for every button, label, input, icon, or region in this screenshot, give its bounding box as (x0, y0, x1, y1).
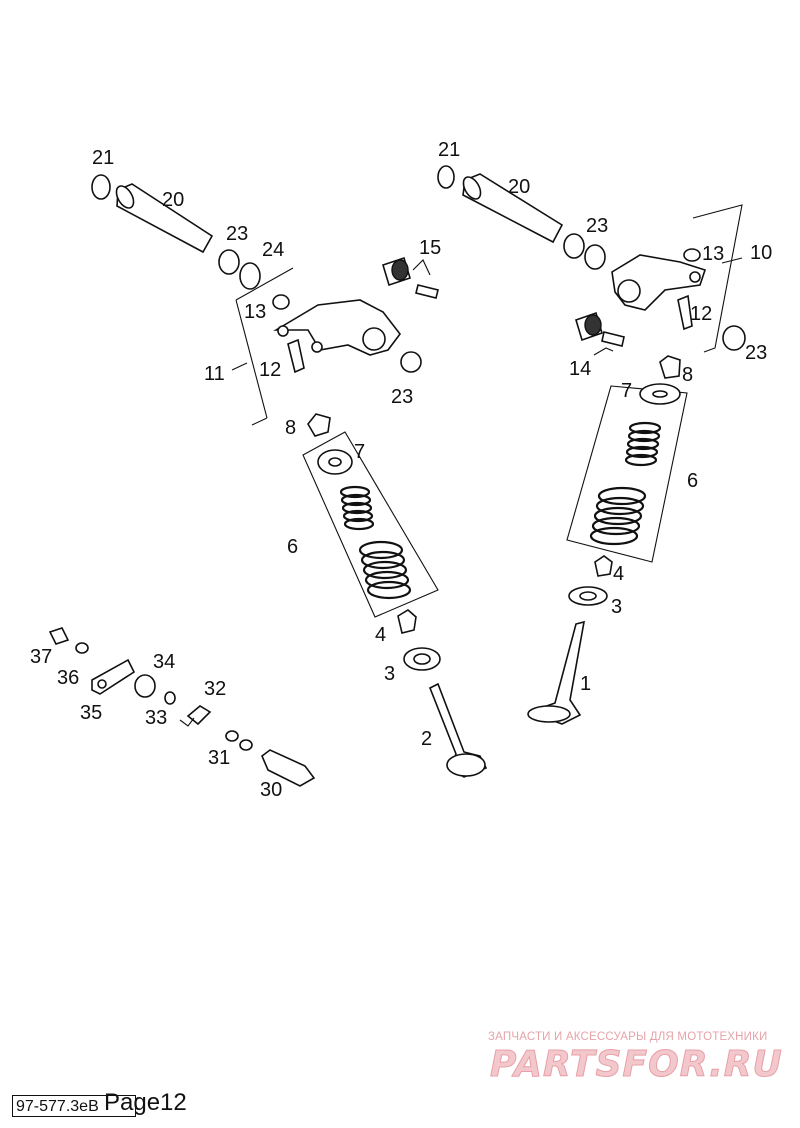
callout-2: 2 (421, 728, 432, 750)
outer-spring-left (358, 540, 412, 600)
roller-15 (382, 256, 439, 299)
washer-23-right-top (563, 233, 585, 259)
callout-12-right: 12 (690, 303, 712, 325)
callout-30: 30 (260, 779, 282, 801)
bushing-34 (134, 674, 156, 698)
washer-23-left-lower (400, 351, 422, 373)
o-ring-33 (164, 691, 176, 705)
callout-10: 10 (750, 242, 772, 264)
callout-4-left: 4 (375, 624, 386, 646)
rocker-shaft-left (91, 174, 261, 290)
callout-14: 14 (569, 358, 591, 380)
callout-12-left: 12 (259, 359, 281, 381)
rocker-arm-10 (611, 248, 746, 351)
washer-23-right-lower (722, 325, 746, 351)
o-ring-21-right (437, 165, 455, 189)
callout-36: 36 (57, 667, 79, 689)
callout-21-left: 21 (92, 147, 114, 169)
seal-4-left (397, 609, 417, 634)
shaft-30 (261, 749, 316, 787)
callout-34: 34 (153, 651, 175, 673)
watermark-logo: PARTSFOR.RU (490, 1044, 783, 1086)
drawing-number-box: 97-577.3eB (12, 1095, 136, 1117)
rocker-arm-11 (272, 294, 422, 374)
valve-assembly-right (527, 355, 688, 725)
inner-spring-left (339, 485, 375, 531)
valve-assembly-left (302, 413, 488, 778)
callout-numbers: 21 20 23 24 15 13 11 12 23 8 7 6 4 3 2 2… (30, 139, 772, 801)
valve-1 (527, 620, 586, 725)
callout-33: 33 (145, 707, 167, 729)
group-frame-11 (235, 267, 294, 426)
inner-spring-right (624, 421, 662, 467)
callout-23-right-top: 23 (586, 215, 608, 237)
callout-15: 15 (419, 237, 441, 259)
adjuster-screw-12-left (287, 338, 305, 374)
group-frame-6-right (566, 385, 688, 563)
callout-32: 32 (204, 678, 226, 700)
callout-23-right-lower: 23 (745, 342, 767, 364)
decompressor-group (48, 627, 316, 787)
callout-8-right: 8 (682, 364, 693, 386)
callout-35: 35 (80, 702, 102, 724)
callout-1: 1 (580, 673, 591, 695)
group-frame-6-left (302, 431, 439, 618)
nut-13-left (272, 294, 290, 310)
ring-31a (225, 730, 239, 742)
rocker-shaft-20-right (462, 173, 564, 244)
adjuster-screw-12-right (677, 294, 693, 331)
nut-13-right (683, 248, 701, 262)
o-ring-21-left (91, 174, 111, 200)
collets-8-right (659, 355, 681, 379)
callout-21-right: 21 (438, 139, 460, 161)
callout-8-left: 8 (285, 417, 296, 439)
ring-31b (239, 739, 253, 751)
callout-13-left: 13 (244, 301, 266, 323)
screw-37 (48, 627, 70, 645)
rocker-shaft-right (437, 165, 606, 270)
callout-3-left: 3 (384, 663, 395, 685)
roller-14 (575, 311, 625, 356)
lever-35 (91, 658, 136, 695)
callout-20-left: 20 (162, 189, 184, 211)
callout-13-right: 13 (702, 243, 724, 265)
callout-6-left: 6 (287, 536, 298, 558)
callout-3-right: 3 (611, 596, 622, 618)
washer-23-left-top (218, 249, 240, 275)
callout-4-right: 4 (613, 563, 624, 585)
page-label: Page12 (104, 1089, 187, 1116)
watermark-tagline: ЗАПЧАСТИ И АКСЕССУАРЫ ДЛЯ МОТОТЕХНИКИ (488, 1031, 768, 1043)
seal-4-right (594, 555, 613, 577)
callout-23-left-top: 23 (226, 223, 248, 245)
callout-24: 24 (262, 239, 284, 261)
callout-7-right: 7 (621, 380, 632, 402)
collets-8-left (307, 413, 331, 437)
callout-20-right: 20 (508, 176, 530, 198)
callout-11: 11 (204, 363, 225, 385)
callout-37: 37 (30, 646, 52, 668)
washer-36 (75, 642, 89, 654)
rocker-shaft-20-left (116, 183, 214, 254)
callout-7-left: 7 (354, 441, 365, 463)
washer-24-left (239, 262, 261, 290)
callout-6-right: 6 (687, 470, 698, 492)
group-frame-10 (692, 204, 743, 353)
outer-spring-right (589, 486, 647, 546)
callout-31: 31 (208, 747, 230, 769)
callout-23-left-lower: 23 (391, 386, 413, 408)
